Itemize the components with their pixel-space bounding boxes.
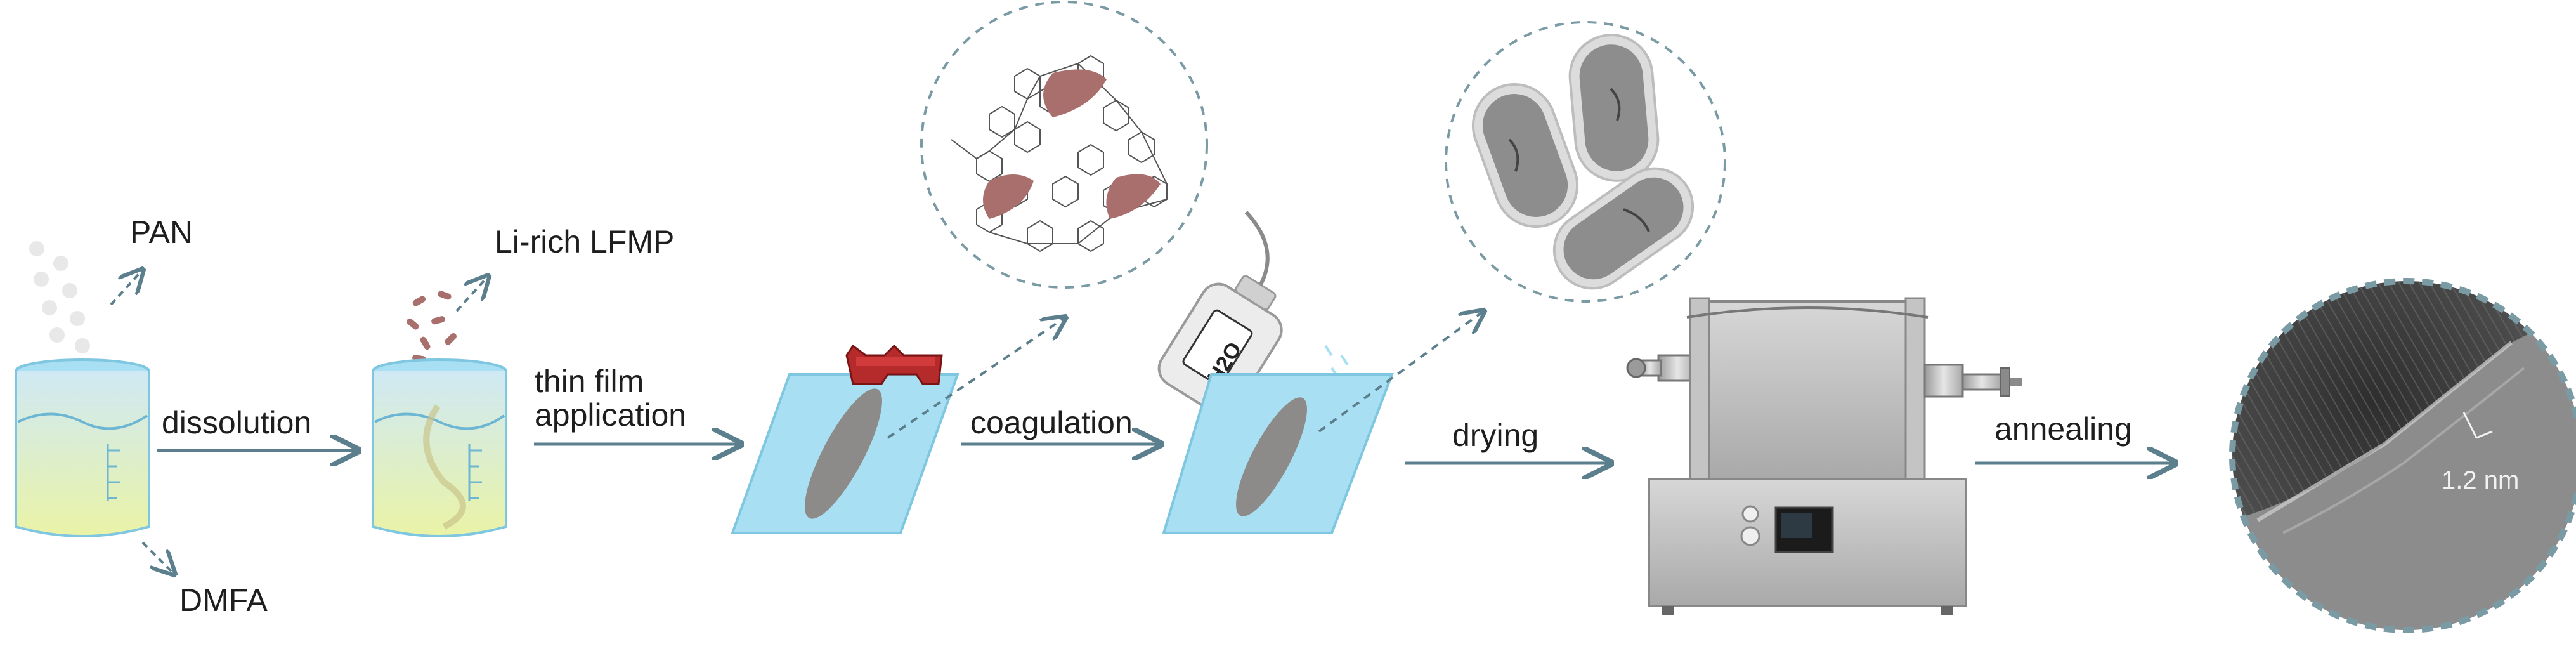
- label-dissolution: dissolution: [162, 405, 312, 440]
- tube-furnace: [1626, 297, 2022, 615]
- glass-slide-casting: [731, 373, 959, 534]
- beaker-mixture: [372, 358, 507, 537]
- label-coagulation: coagulation: [970, 405, 1133, 440]
- lfmp-pointer-arrow: [455, 276, 488, 312]
- label-annealing: annealing: [1994, 411, 2132, 447]
- glass-slide-coagulated: [1162, 373, 1394, 534]
- label-dmfa: DMFA: [179, 582, 268, 618]
- beaker-solvent: [15, 358, 150, 537]
- dmfa-pointer-arrow: [141, 541, 174, 574]
- label-drying: drying: [1452, 418, 1539, 453]
- zoom-line-coagulated: [1318, 311, 1484, 433]
- pan-powder: [29, 241, 90, 353]
- lfmp-particles: [407, 291, 457, 363]
- label-thin-film-application: thin film application: [535, 364, 687, 433]
- zoom-circle-particles: [1445, 21, 1726, 303]
- zoom-circle-polymer: [920, 1, 1208, 289]
- label-pan: PAN: [130, 214, 193, 250]
- tem-image: [2229, 278, 2576, 633]
- film-applicator: [845, 344, 943, 385]
- pan-pointer-arrow: [110, 270, 143, 306]
- label-li-rich-lfmp: Li-rich LFMP: [495, 224, 675, 260]
- tem-scale-bar: 1.2 nm: [2442, 466, 2520, 494]
- water-drops: [1324, 345, 1349, 379]
